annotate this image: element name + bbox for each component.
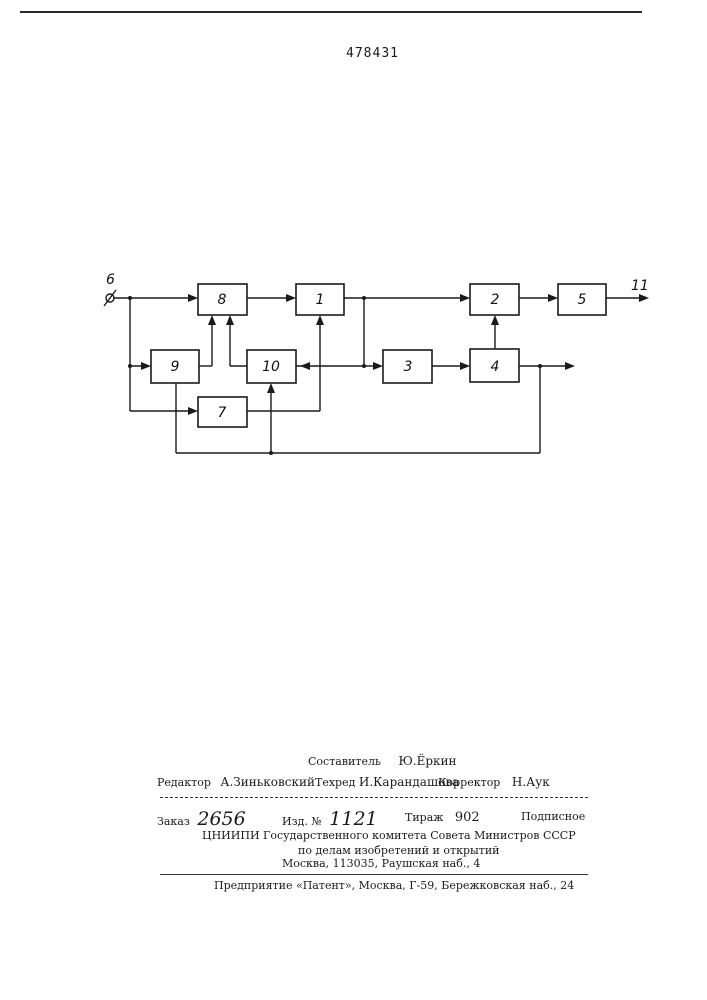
print-run-value: 902 (455, 810, 480, 825)
print-run-field: Тираж 902 (405, 810, 480, 825)
separator-top (160, 797, 588, 798)
org-line-3: Москва, 113035, Раушская наб., 4 (282, 857, 480, 870)
input-terminal (104, 290, 116, 306)
compiler-line: Составитель Ю.Ёркин (308, 754, 457, 768)
editor-line: Редактор А.ЗиньковскийТехред И.Карандашо… (157, 775, 459, 789)
block-3: 3 (383, 350, 432, 383)
techred-label: Техред (315, 776, 355, 789)
block-1: 1 (296, 284, 344, 315)
order-label: Заказ (157, 815, 190, 828)
output-label: 11 (631, 278, 649, 294)
block-5: 5 (558, 284, 606, 315)
block-10: 10 (247, 350, 296, 383)
block-4: 4 (470, 349, 519, 382)
input-label: 6 (106, 272, 115, 288)
subscription-note: Подписное (521, 810, 585, 823)
block-10-label: 10 (262, 359, 280, 375)
block-1-label: 1 (316, 292, 325, 308)
corrector-line: Корректор Н.Аук (438, 775, 550, 789)
org-line-2: по делам изобретений и открытий (298, 844, 500, 857)
order-number: 2656 (197, 808, 245, 830)
print-run-label: Тираж (405, 811, 443, 824)
block-7: 7 (198, 397, 247, 427)
editor-label: Редактор (157, 776, 211, 789)
block-3-label: 3 (404, 359, 413, 375)
org-line-1: ЦНИИПИ Государственного комитета Совета … (202, 829, 576, 842)
block-9: 9 (151, 350, 199, 383)
separator-bottom (160, 874, 588, 875)
compiler-name: Ю.Ёркин (398, 754, 456, 768)
corrector-name: Н.Аук (512, 775, 550, 789)
block-8: 8 (198, 284, 247, 315)
block-4-label: 4 (491, 359, 500, 375)
block-7-label: 7 (218, 405, 227, 421)
printer-line: Предприятие «Патент», Москва, Г-59, Бере… (214, 879, 574, 892)
edition-number: 1121 (329, 808, 377, 830)
order-field: Заказ 2656 (157, 808, 246, 830)
edition-field: Изд. № 1121 (282, 808, 378, 830)
block-2-label: 2 (491, 292, 500, 308)
edition-label: Изд. № (282, 815, 322, 828)
block-8-label: 8 (218, 292, 227, 308)
editor-name: А.Зиньковский (220, 775, 315, 789)
block-2: 2 (470, 284, 519, 315)
corrector-label: Корректор (438, 776, 500, 789)
compiler-label: Составитель (308, 755, 381, 768)
block-9-label: 9 (171, 359, 180, 375)
block-5-label: 5 (578, 292, 587, 308)
